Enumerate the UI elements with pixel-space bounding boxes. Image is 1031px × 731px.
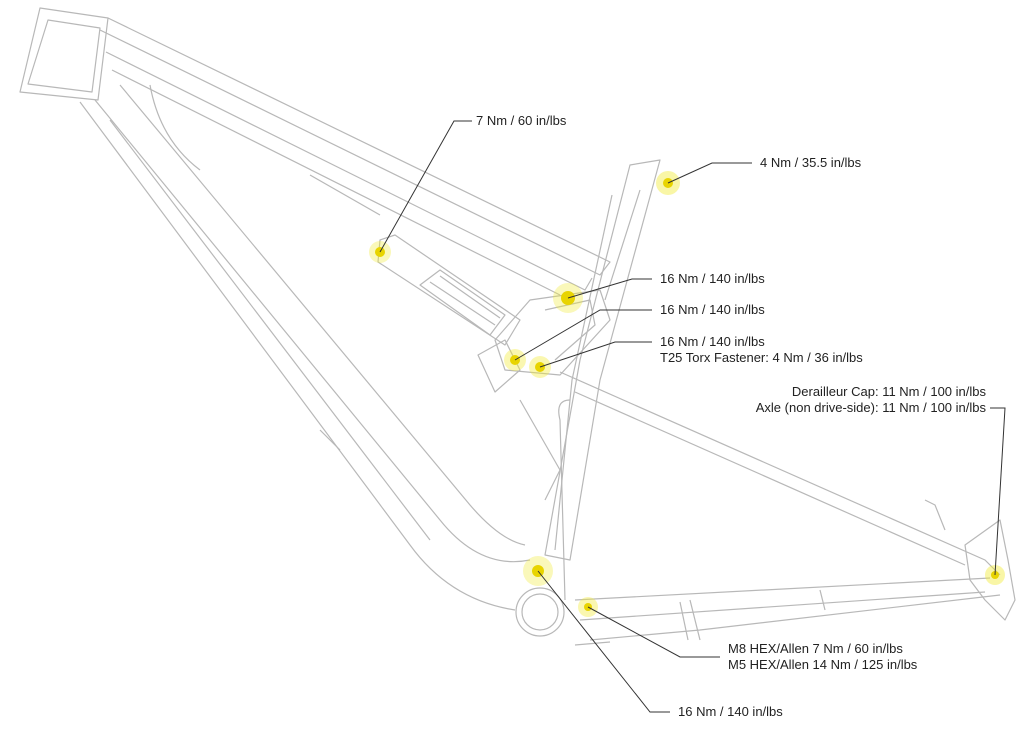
callout-rocker-shock: 16 Nm / 140 in/lbs xyxy=(660,302,765,318)
top-tube xyxy=(99,17,611,276)
leader-derailleur xyxy=(990,407,1006,576)
callout-derailleur: Derailleur Cap: 11 Nm / 100 in/lbs Axle … xyxy=(756,384,986,416)
callout-shock-top: 7 Nm / 60 in/lbs xyxy=(476,113,566,129)
frame-outline xyxy=(19,7,1016,646)
chainstay xyxy=(574,577,991,601)
down-tube xyxy=(94,99,531,563)
callout-derailleur-line-1: Derailleur Cap: 11 Nm / 100 in/lbs xyxy=(791,384,986,399)
leader-seat-clamp xyxy=(667,162,752,184)
callout-derailleur-line-2: Axle (non drive-side): 11 Nm / 100 in/lb… xyxy=(755,400,986,415)
rear-dropout xyxy=(964,519,1016,621)
callout-shock-top-line-1: 7 Nm / 60 in/lbs xyxy=(476,113,567,128)
bolt-markers xyxy=(369,171,1005,617)
callout-rocker-stay: 16 Nm / 140 in/lbs T25 Torx Fastener: 4 … xyxy=(660,334,863,366)
callout-seat-clamp: 4 Nm / 35.5 in/lbs xyxy=(760,155,861,171)
rocker-link xyxy=(494,289,611,376)
leader-chainstay-pivot xyxy=(587,606,720,658)
callout-chainstay-pivot-line-2: M5 HEX/Allen 14 Nm / 125 in/lbs xyxy=(728,657,918,672)
shock-body xyxy=(377,234,521,346)
leader-main-pivot xyxy=(537,570,670,713)
bottom-bracket xyxy=(515,587,565,637)
callout-chainstay-pivot: M8 HEX/Allen 7 Nm / 60 in/lbs M5 HEX/All… xyxy=(728,641,917,673)
callout-main-pivot-line-1: 16 Nm / 140 in/lbs xyxy=(678,704,783,719)
leader-rocker-stay xyxy=(539,341,652,368)
callout-seat-clamp-line-1: 4 Nm / 35.5 in/lbs xyxy=(760,155,862,170)
callout-rocker-stay-line-1: 16 Nm / 140 in/lbs xyxy=(660,334,765,349)
leader-rocker-main xyxy=(567,278,652,299)
callout-rocker-main: 16 Nm / 140 in/lbs xyxy=(660,271,765,287)
leader-lines xyxy=(379,120,1006,713)
leader-shock-top xyxy=(379,120,472,253)
callout-main-pivot: 16 Nm / 140 in/lbs xyxy=(678,704,783,720)
head-tube xyxy=(19,7,109,101)
callout-rocker-shock-line-1: 16 Nm / 140 in/lbs xyxy=(660,302,765,317)
callout-rocker-stay-line-2: T25 Torx Fastener: 4 Nm / 36 in/lbs xyxy=(660,350,863,365)
callout-chainstay-pivot-line-1: M8 HEX/Allen 7 Nm / 60 in/lbs xyxy=(728,641,903,656)
callout-rocker-main-line-1: 16 Nm / 140 in/lbs xyxy=(660,271,765,286)
leader-rocker-shock xyxy=(514,309,652,361)
seat-tube xyxy=(544,159,661,561)
